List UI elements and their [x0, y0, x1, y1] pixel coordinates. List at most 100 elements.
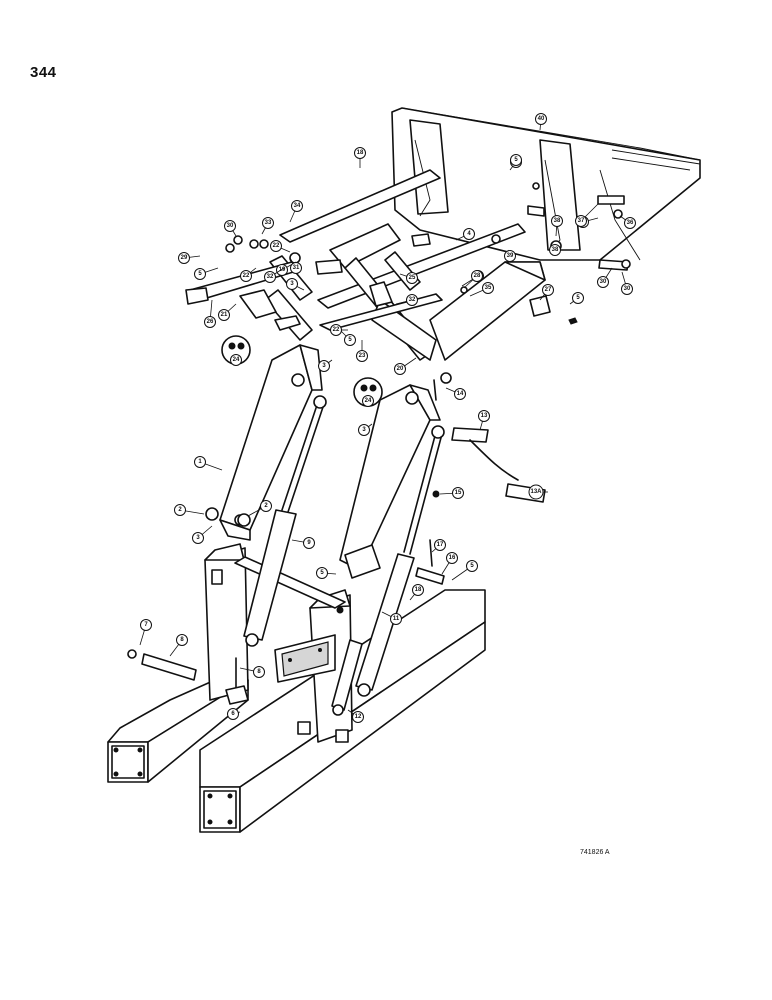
callout-18: 18 — [409, 584, 424, 601]
callout-number: 5 — [320, 570, 324, 576]
callout-number: 11 — [393, 616, 400, 622]
callout-number: 3 — [362, 427, 366, 433]
callout-5: 5 — [569, 292, 584, 305]
callout-36: 36 — [619, 215, 636, 229]
callout-number: 17 — [437, 542, 444, 548]
main-frame — [107, 543, 486, 833]
callout-25: 25 — [399, 272, 418, 284]
callout-37: 37 — [575, 203, 599, 227]
lift-cylinder-right — [355, 425, 445, 697]
callout-number: 31 — [293, 265, 300, 271]
callout-number: 3 — [196, 535, 200, 541]
callout-number: 34 — [294, 203, 301, 209]
detail-24-left — [221, 335, 251, 365]
callout-3: 3 — [192, 525, 213, 544]
callout-20: 20 — [394, 357, 417, 375]
callout-24: 24 — [230, 354, 242, 366]
callout-number: 19 — [279, 267, 286, 273]
callout-6: 6 — [227, 708, 241, 720]
callout-number: 29 — [181, 255, 188, 261]
callout-number: 5 — [348, 337, 352, 343]
callout-number: 35 — [485, 285, 492, 291]
callout-5: 5 — [510, 154, 522, 166]
callout-number: 5 — [514, 157, 518, 163]
callout-4: 4 — [455, 228, 475, 241]
figure-id: 741826 A — [580, 849, 610, 856]
callout-number: 22 — [243, 273, 250, 279]
callout-5: 5 — [451, 560, 478, 581]
callout-number: 5 — [198, 271, 202, 277]
callout-28: 28 — [463, 270, 483, 289]
callout-number: 39 — [507, 253, 514, 259]
callout-number: 5 — [470, 563, 474, 569]
callout-22: 22 — [330, 324, 348, 336]
callout-number: 3 — [322, 363, 326, 369]
callout-3: 3 — [358, 423, 373, 436]
callout-5: 5 — [194, 267, 219, 280]
callout-22: 22 — [270, 240, 291, 253]
callout-number: 8 — [180, 637, 184, 643]
lift-arm-left — [219, 289, 323, 541]
callout-22: 22 — [240, 267, 257, 282]
callout-38: 38 — [549, 244, 561, 256]
callout-38: 38 — [551, 215, 563, 237]
callout-number: 4 — [467, 231, 471, 237]
callout-26: 26 — [204, 299, 216, 328]
callout-number: 23 — [359, 353, 366, 359]
detail-24-right — [353, 377, 383, 407]
callout-5: 5 — [316, 567, 337, 579]
callout-33: 33 — [261, 217, 274, 235]
callout-12: 12 — [347, 709, 364, 723]
callout-3: 3 — [286, 278, 305, 291]
callout-number: 1 — [198, 459, 202, 465]
callout-24: 24 — [362, 395, 374, 407]
callout-labels: 1223333455555556788911121313A14151617181… — [139, 113, 636, 723]
callout-1: 1 — [194, 456, 223, 471]
page-number: 344 — [30, 64, 57, 81]
callout-30: 30 — [597, 267, 613, 288]
callout-30: 30 — [224, 220, 237, 237]
bucket — [391, 107, 701, 261]
callout-23: 23 — [356, 340, 368, 362]
callout-14: 14 — [445, 387, 466, 400]
lift-cylinder-left — [243, 395, 327, 647]
callout-number: 24 — [365, 398, 372, 404]
callout-32: 32 — [395, 294, 418, 306]
callout-number: 2 — [264, 503, 268, 509]
callout-number: 18 — [415, 587, 422, 593]
callout-number: 30 — [227, 223, 234, 229]
callout-17: 17 — [431, 539, 446, 553]
callout-number: 14 — [457, 391, 464, 397]
callout-39: 39 — [504, 249, 516, 262]
callout-15: 15 — [439, 487, 464, 499]
callout-34: 34 — [289, 200, 303, 223]
callout-number: 2 — [178, 507, 182, 513]
callout-number: 3 — [290, 281, 294, 287]
callout-number: 15 — [455, 490, 462, 496]
callout-number: 16 — [449, 555, 456, 561]
callout-number: 6 — [231, 711, 235, 717]
tilt-cylinder-bottom — [331, 639, 363, 716]
callout-31: 31 — [289, 257, 302, 274]
callout-number: 13 — [481, 413, 488, 419]
callout-9: 9 — [291, 537, 315, 549]
callout-number: 38 — [552, 247, 559, 253]
callout-number: 7 — [144, 622, 148, 628]
callout-number: 9 — [307, 540, 311, 546]
callout-number: 30 — [600, 279, 607, 285]
callout-number: 21 — [221, 312, 228, 318]
callout-number: 36 — [627, 220, 634, 226]
callout-number: 26 — [207, 319, 214, 325]
callout-number: 13A — [530, 489, 542, 495]
callout-11: 11 — [381, 611, 402, 625]
callout-number: 37 — [578, 218, 585, 224]
callout-8: 8 — [169, 634, 188, 657]
callout-number: 18 — [357, 150, 364, 156]
callout-16: 16 — [441, 552, 458, 575]
callout-number: 22 — [273, 243, 280, 249]
callout-13a: 13A — [528, 484, 548, 500]
callout-21: 21 — [218, 303, 237, 321]
callout-number: 27 — [545, 287, 552, 293]
callout-32: 32 — [264, 267, 285, 283]
callout-18: 18 — [354, 147, 366, 168]
